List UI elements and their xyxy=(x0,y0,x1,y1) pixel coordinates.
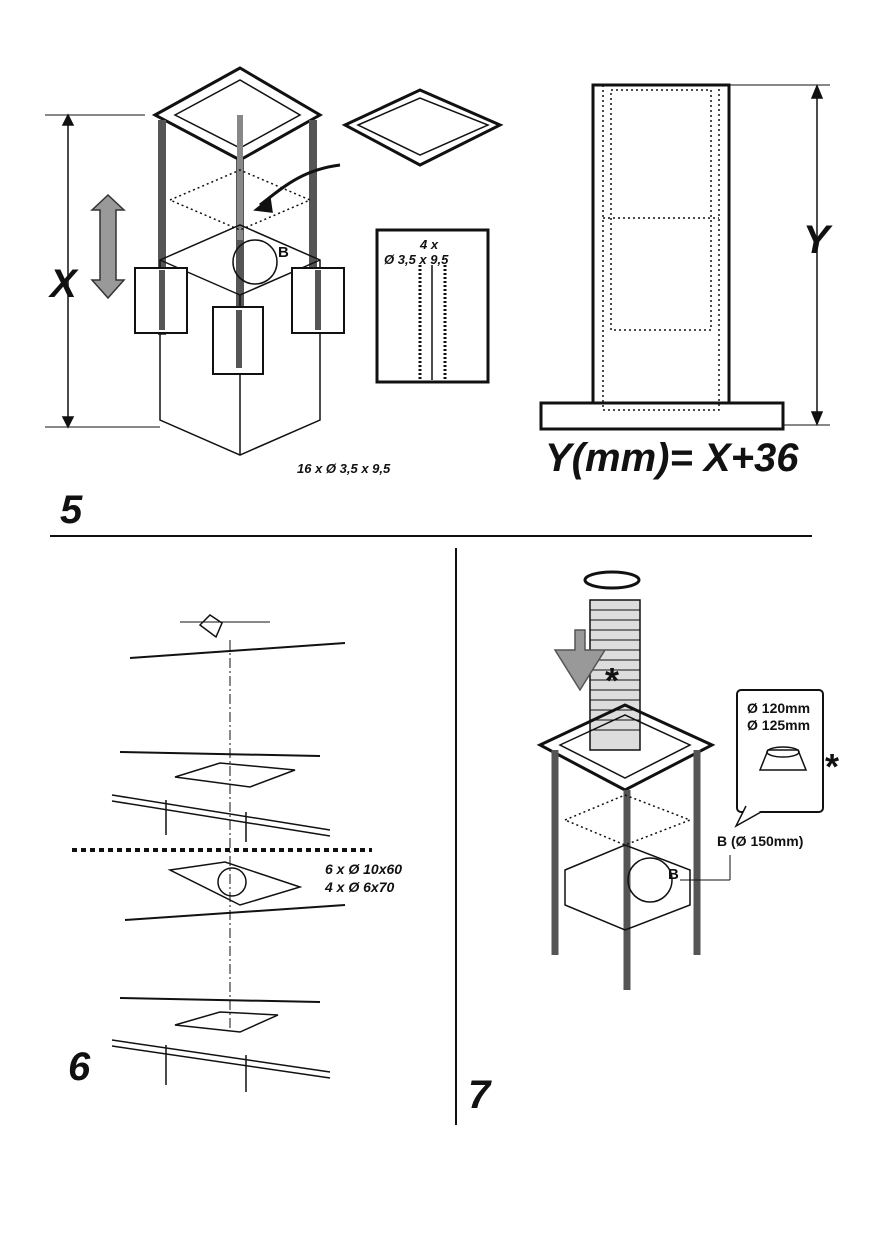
screws-total-label: 16 x Ø 3,5 x 9,5 xyxy=(297,461,391,476)
detail-boxes xyxy=(134,228,490,384)
dimension-y-label: Y xyxy=(803,218,830,262)
chimney-frame-step5 xyxy=(151,66,341,456)
chimney-side-view xyxy=(539,83,830,431)
duct-assembly-step7 xyxy=(536,570,824,990)
diameter-120-label: Ø 120mm xyxy=(747,700,811,716)
reducer-asterisk: * xyxy=(825,746,840,787)
screws-label: 4 x Ø 6x70 xyxy=(325,879,395,895)
cover-plate xyxy=(341,88,504,167)
part-b-label-7: B xyxy=(668,866,679,883)
ceiling-drilling-step6 xyxy=(72,614,372,1092)
part-b-label: B xyxy=(278,244,289,261)
detail-screws-count: 4 x xyxy=(420,237,439,252)
detail-screws-size: Ø 3,5 x 9,5 xyxy=(384,252,449,267)
formula-label: Y(mm)= X+36 xyxy=(545,436,799,480)
step-number-5: 5 xyxy=(60,488,83,532)
diameter-125-label: Ø 125mm xyxy=(747,717,811,733)
step-number-7: 7 xyxy=(468,1073,491,1117)
step-number-6: 6 xyxy=(68,1045,91,1089)
plugs-label: 6 x Ø 10x60 xyxy=(325,861,403,877)
height-arrow-x xyxy=(45,113,160,429)
part-b-callout: B (Ø 150mm) xyxy=(717,833,804,849)
duct-asterisk: * xyxy=(605,660,620,701)
dimension-x-label: X xyxy=(50,262,77,306)
